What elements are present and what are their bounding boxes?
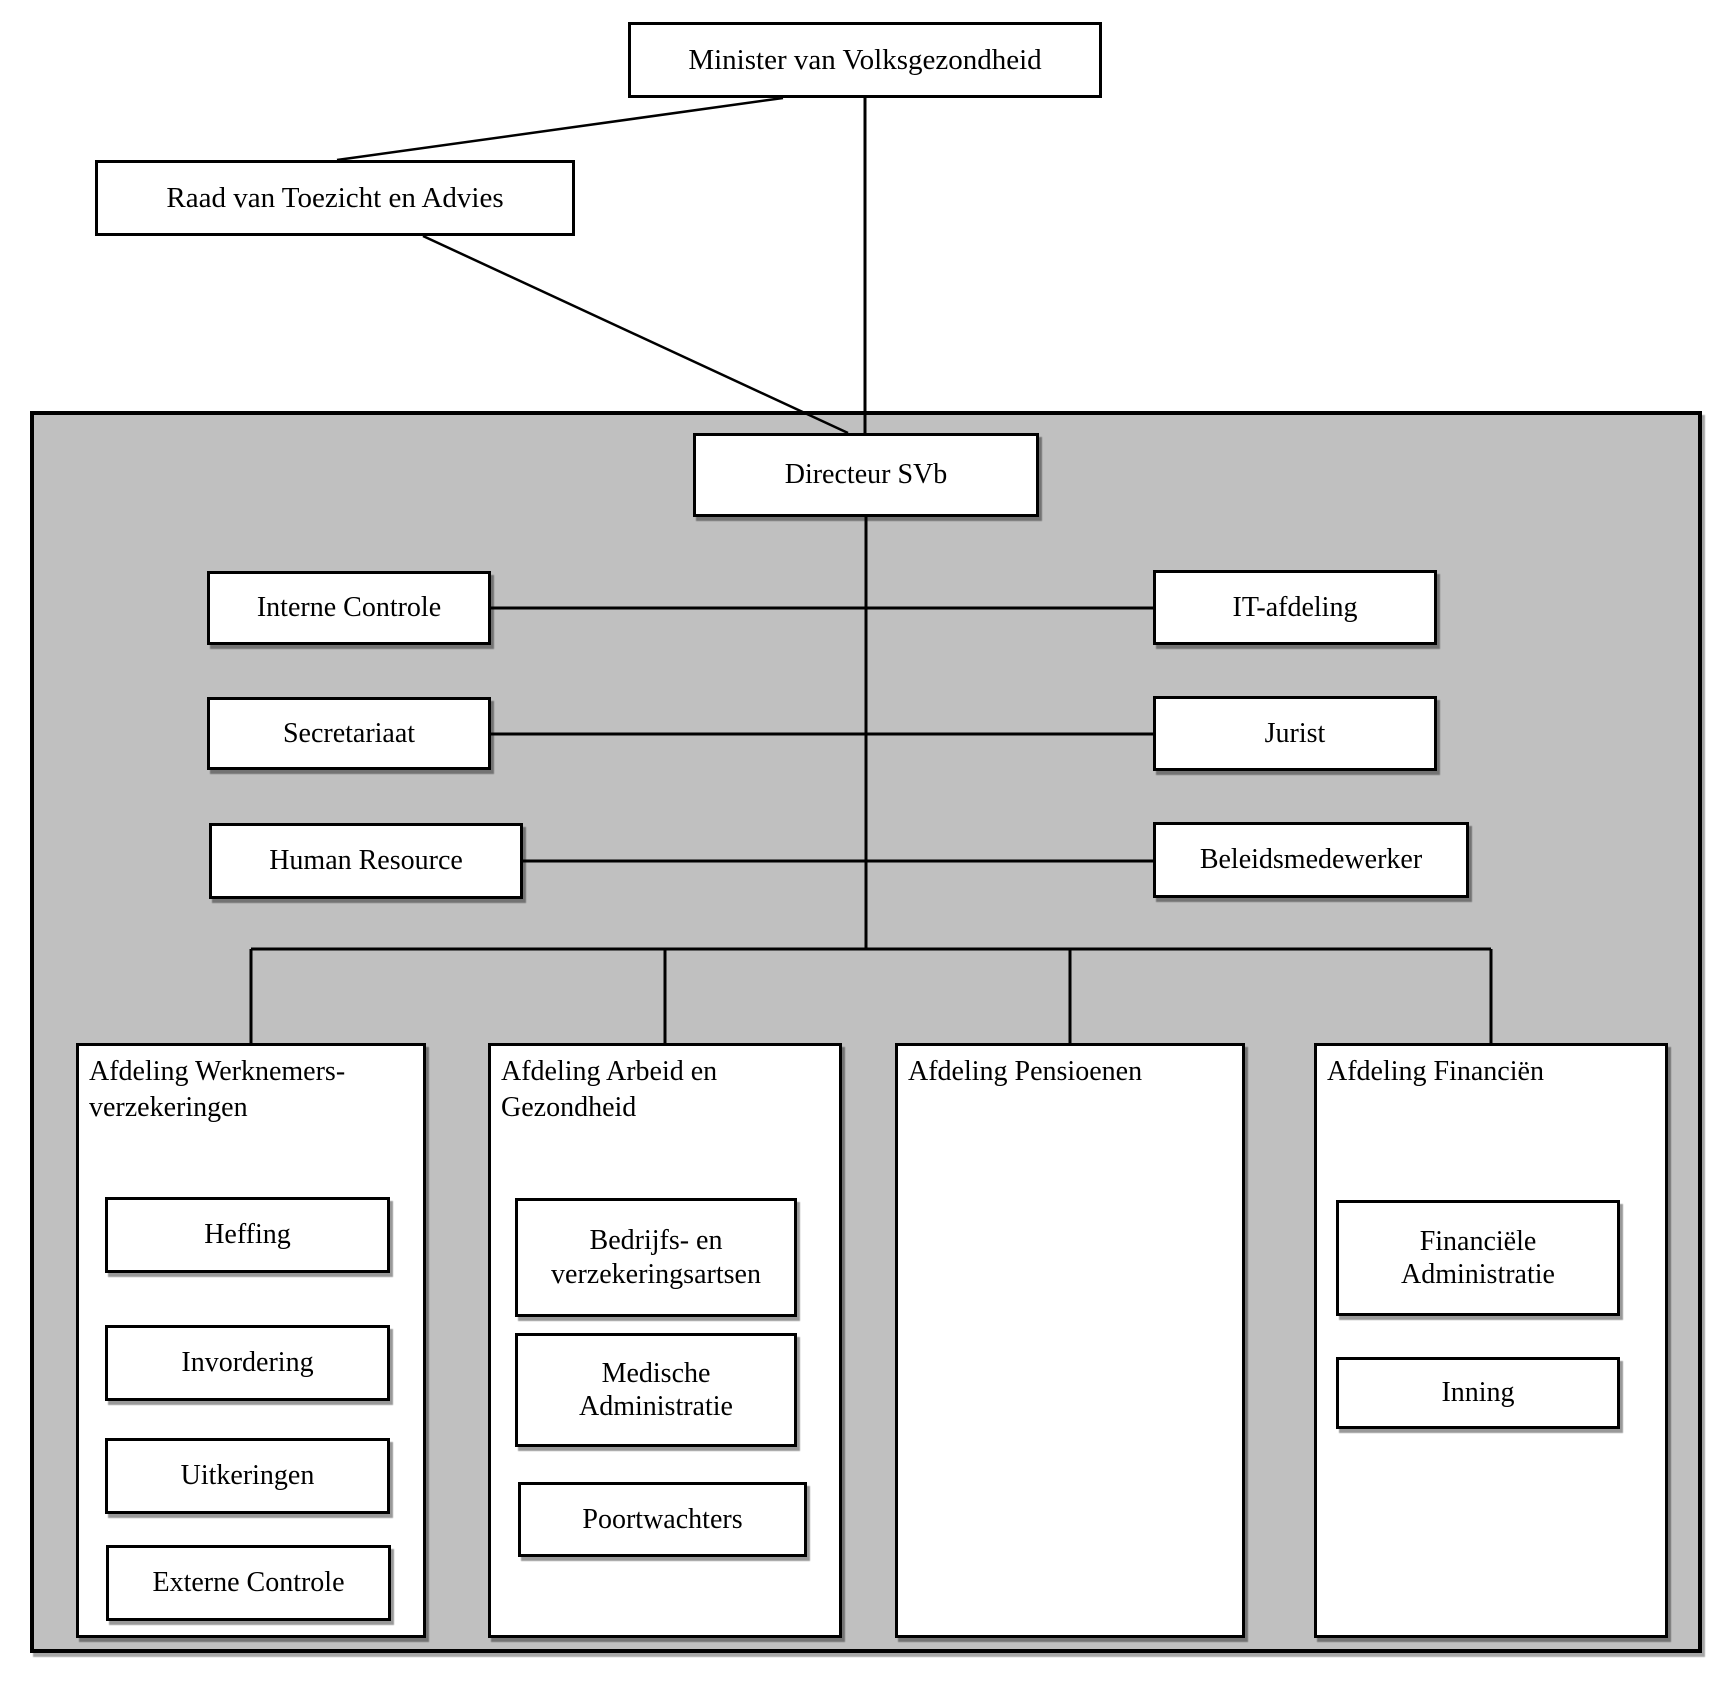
line-raad-directeur bbox=[422, 234, 849, 435]
node-financiele-administratie: Financiële Administratie bbox=[1336, 1200, 1620, 1316]
node-jurist: Jurist bbox=[1153, 696, 1437, 771]
node-externe-controle-label: Externe Controle bbox=[152, 1567, 345, 1599]
node-it-afdeling: IT-afdeling bbox=[1153, 570, 1437, 645]
node-human-resource-label: Human Resource bbox=[269, 845, 463, 877]
node-interne-controle-label: Interne Controle bbox=[256, 592, 442, 624]
node-minister-label: Minister van Volksgezondheid bbox=[688, 43, 1042, 76]
node-it-afdeling-label: IT-afdeling bbox=[1232, 591, 1358, 623]
node-beleidsmedewerker: Beleidsmedewerker bbox=[1153, 822, 1469, 898]
node-inning: Inning bbox=[1336, 1357, 1620, 1429]
node-invordering-label: Invordering bbox=[181, 1347, 314, 1379]
dept-title: Afdeling Arbeid en Gezondheid bbox=[501, 1056, 718, 1124]
node-bedrijfsartsen-label: Bedrijfs- en verzekeringsartsen bbox=[551, 1225, 761, 1290]
dept-title: Afdeling Financiën bbox=[1327, 1056, 1544, 1087]
node-medische-administratie: Medische Administratie bbox=[515, 1333, 797, 1447]
node-raad-van-toezicht: Raad van Toezicht en Advies bbox=[95, 160, 575, 236]
node-secretariaat-label: Secretariaat bbox=[282, 717, 416, 749]
node-directeur-svb: Directeur SVb bbox=[693, 433, 1039, 517]
node-heffing-label: Heffing bbox=[204, 1219, 291, 1251]
node-inning-label: Inning bbox=[1441, 1377, 1515, 1409]
dept-title: Afdeling Pensioenen bbox=[908, 1056, 1143, 1087]
node-poortwachters-label: Poortwachters bbox=[582, 1503, 743, 1535]
node-invordering: Invordering bbox=[105, 1325, 390, 1401]
node-uitkeringen-label: Uitkeringen bbox=[180, 1460, 315, 1492]
node-externe-controle: Externe Controle bbox=[106, 1545, 391, 1621]
node-raad-label: Raad van Toezicht en Advies bbox=[166, 181, 504, 214]
node-financiele-administratie-label: Financiële Administratie bbox=[1401, 1225, 1555, 1290]
node-afdeling-pensioenen: Afdeling Pensioenen bbox=[895, 1043, 1245, 1638]
node-bedrijfs-en-verzekeringsartsen: Bedrijfs- en verzekeringsartsen bbox=[515, 1198, 797, 1317]
node-human-resource: Human Resource bbox=[209, 823, 523, 899]
node-uitkeringen: Uitkeringen bbox=[105, 1438, 390, 1514]
node-beleidsmedewerker-label: Beleidsmedewerker bbox=[1199, 844, 1423, 876]
node-heffing: Heffing bbox=[105, 1197, 390, 1273]
node-secretariaat: Secretariaat bbox=[207, 697, 491, 770]
node-medische-administratie-label: Medische Administratie bbox=[579, 1357, 733, 1422]
node-directeur-label: Directeur SVb bbox=[784, 459, 948, 491]
node-poortwachters: Poortwachters bbox=[518, 1482, 807, 1557]
node-minister: Minister van Volksgezondheid bbox=[628, 22, 1102, 98]
node-afdeling-financien: Afdeling Financiën bbox=[1314, 1043, 1668, 1638]
line-minister-raad bbox=[336, 96, 784, 162]
node-interne-controle: Interne Controle bbox=[207, 571, 491, 645]
node-jurist-label: Jurist bbox=[1264, 717, 1326, 749]
dept-title: Afdeling Werknemers-verzekeringen bbox=[89, 1056, 346, 1124]
